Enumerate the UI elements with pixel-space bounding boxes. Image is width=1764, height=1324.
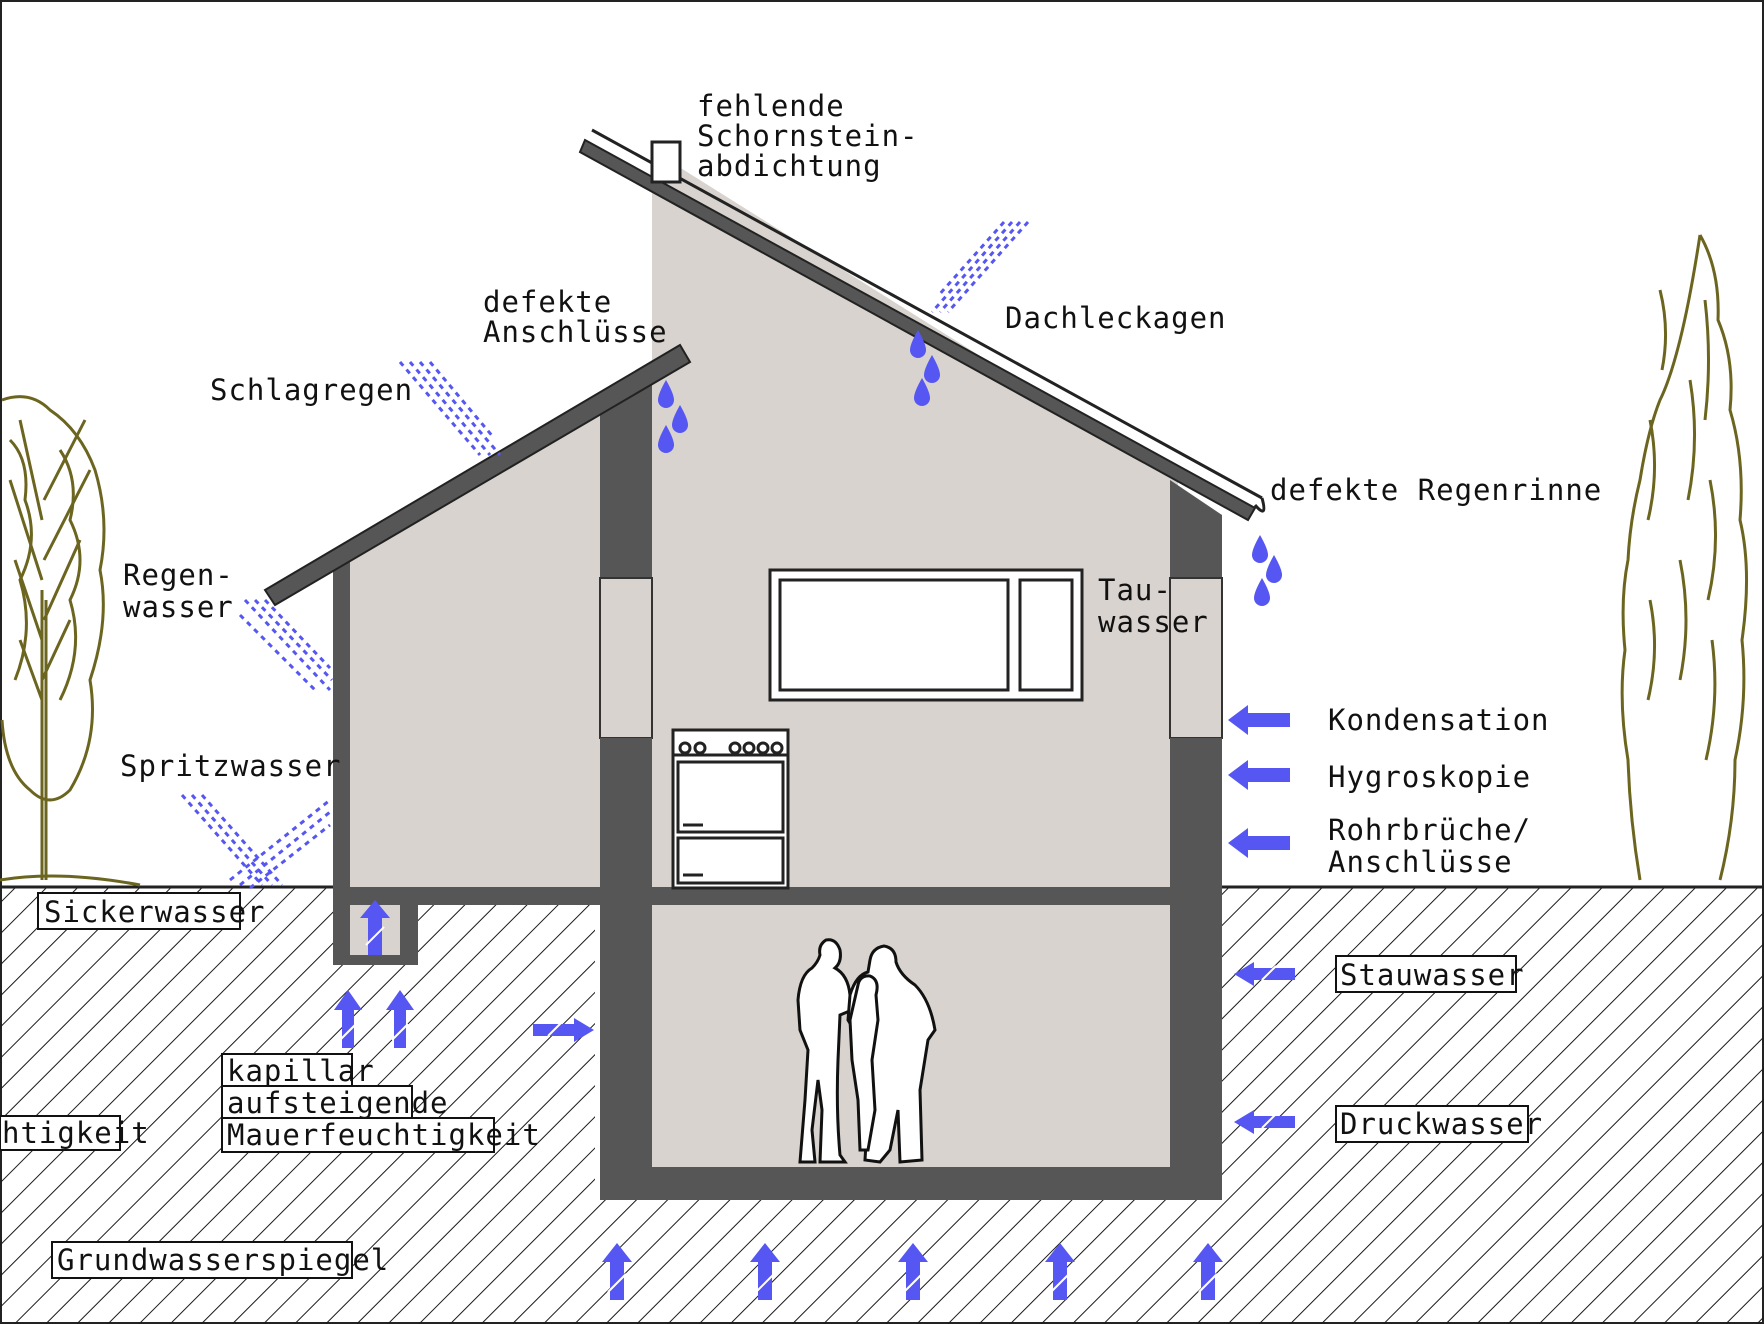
- label-roof-leaks: Dachleckagen: [1005, 301, 1227, 335]
- label-groundwater-level: Grundwasserspiegel: [57, 1243, 389, 1277]
- house: [263, 128, 1266, 1200]
- label-chimney-1: fehlende: [697, 89, 845, 123]
- label-joints-1: defekte: [483, 285, 612, 319]
- label-seepage: Sickerwasser: [44, 895, 266, 929]
- stove-icon: [671, 728, 790, 890]
- label-capillary-1: kapillar: [227, 1054, 375, 1088]
- label-condensate-2: wasser: [1098, 605, 1209, 639]
- label-gutter: defekte Regenrinne: [1270, 473, 1602, 507]
- arrow-hatching: [339, 926, 1277, 1293]
- label-hygroscopy: Hygroskopie: [1328, 760, 1531, 794]
- window-icon: [768, 568, 1084, 702]
- label-capillary-2: aufsteigende: [227, 1086, 449, 1120]
- label-pipe-bursts-2: Anschlüsse: [1328, 845, 1513, 879]
- label-rain-water-2: wasser: [123, 590, 234, 624]
- label-condensate-1: Tau-: [1098, 573, 1172, 607]
- poplar-icon: [1620, 234, 1749, 881]
- label-capillary-3: Mauerfeuchtigkeit: [227, 1118, 541, 1152]
- label-backwater: Stauwasser: [1340, 958, 1525, 992]
- label-joints-2: Anschlüsse: [483, 315, 668, 349]
- label-driving-rain: Schlagregen: [210, 373, 413, 407]
- label-pressure-water: Druckwasser: [1340, 1107, 1543, 1141]
- labels: fehlende Schornstein- abdichtung defekte…: [120, 89, 1602, 879]
- water-drop-icon: [658, 330, 1282, 606]
- label-chimney-2: Schornstein-: [697, 119, 919, 153]
- label-soil-moisture: htigkeit: [2, 1116, 150, 1150]
- label-condensation: Kondensation: [1328, 703, 1550, 737]
- label-rain-water-1: Regen-: [123, 558, 234, 592]
- people-silhouette-icon: [796, 938, 937, 1164]
- label-chimney-3: abdichtung: [697, 149, 882, 183]
- rain-streak-icon: [180, 221, 1030, 890]
- boxed-labels: Sickerwasser kapillar aufsteigende Mauer…: [0, 892, 1543, 1279]
- label-splash-water: Spritzwasser: [120, 749, 342, 783]
- label-pipe-bursts-1: Rohrbrüche/: [1328, 813, 1531, 847]
- arrow-icon: [334, 705, 1295, 1300]
- tree-icon: [0, 395, 141, 887]
- chimney: [650, 140, 682, 184]
